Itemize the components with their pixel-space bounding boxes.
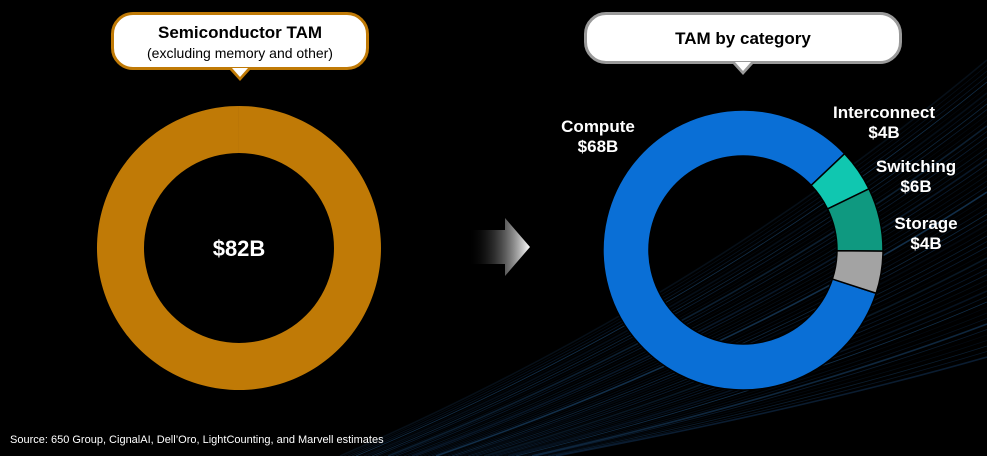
category-label-compute: Compute — [561, 117, 635, 136]
light-streak — [407, 153, 987, 456]
source-note: Source: 650 Group, CignalAI, Dell’Oro, L… — [10, 434, 384, 446]
light-streak — [415, 164, 987, 456]
category-label-interconnect: Interconnect — [833, 103, 935, 122]
light-streak — [547, 345, 987, 456]
category-value-compute: $68B — [578, 137, 619, 156]
category-label-switching: Switching — [876, 157, 956, 176]
light-streak — [343, 65, 987, 456]
light-streak — [423, 175, 987, 456]
light-streak — [539, 334, 987, 456]
light-streak — [399, 142, 987, 456]
light-streak — [535, 329, 987, 456]
arrow-right-icon — [468, 218, 530, 276]
light-streak — [527, 318, 987, 456]
light-streak — [523, 312, 987, 456]
light-streak — [555, 356, 987, 456]
category-value-switching: $6B — [900, 177, 931, 196]
callout-title: Semiconductor TAM — [157, 23, 323, 42]
light-streak — [363, 92, 987, 456]
light-streak — [439, 197, 987, 456]
light-streak — [435, 191, 987, 456]
category-label-storage: Storage — [894, 214, 957, 233]
total-tam-value: $82B — [213, 236, 266, 261]
light-streak — [351, 76, 987, 456]
category-labels: Compute$68BInterconnect$4BSwitching$6BSt… — [561, 103, 957, 253]
light-streak — [383, 120, 987, 456]
callout-pointer-fill — [735, 62, 751, 71]
light-streak — [531, 323, 987, 456]
light-streak — [367, 98, 987, 456]
callout-subtitle: (excluding memory and other) — [147, 45, 333, 61]
light-streak — [339, 59, 987, 456]
light-streak — [355, 81, 987, 456]
callout-pointer-fill — [232, 68, 248, 77]
light-streak — [403, 147, 987, 456]
category-donut — [602, 109, 884, 391]
light-streak — [543, 340, 987, 456]
light-streak — [347, 70, 987, 456]
light-streak — [431, 186, 987, 456]
total-tam-ring — [96, 106, 381, 390]
tam-by-category-callout: TAM by category — [584, 12, 902, 75]
category-value-interconnect: $4B — [868, 123, 899, 142]
light-streak — [391, 131, 987, 456]
light-streak — [371, 103, 987, 456]
callout-title: TAM by category — [675, 29, 811, 48]
category-value-storage: $4B — [910, 234, 941, 253]
light-streak — [427, 180, 987, 456]
light-streak — [387, 125, 987, 456]
slice-compute — [602, 109, 878, 391]
light-streak — [411, 158, 987, 456]
total-tam-donut — [96, 106, 381, 390]
light-streak — [551, 351, 987, 456]
light-streak — [419, 169, 987, 456]
light-streak — [395, 136, 987, 456]
light-streak — [359, 87, 987, 456]
light-streak — [379, 114, 987, 456]
light-streak — [375, 109, 987, 456]
semiconductor-tam-callout: Semiconductor TAM (excluding memory and … — [111, 12, 369, 81]
light-streak — [443, 202, 987, 456]
slice-storage — [831, 249, 884, 295]
